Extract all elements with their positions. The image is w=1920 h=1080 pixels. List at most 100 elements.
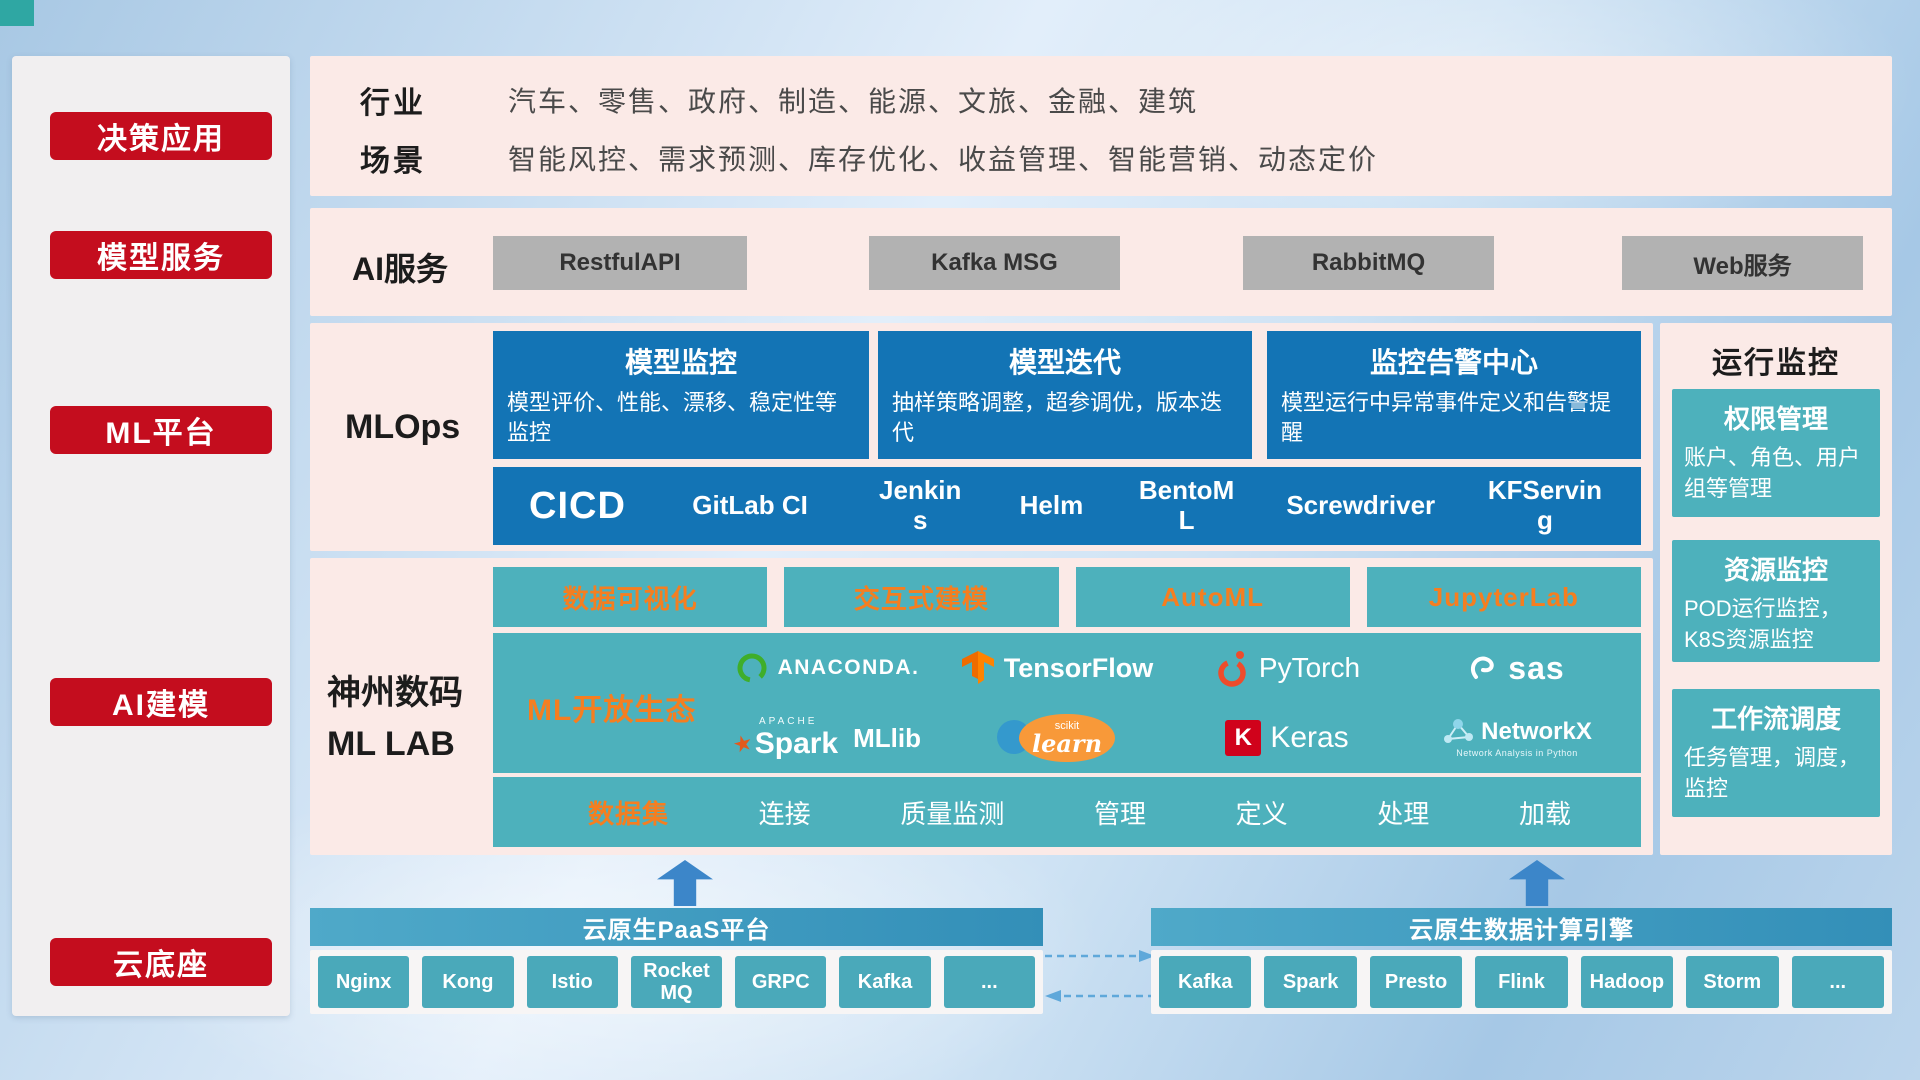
keras-text: Keras [1270,721,1349,754]
chip-spark[interactable]: Spark [1264,956,1357,1008]
industry-list: 汽车、零售、政府、制造、能源、文旅、金融、建筑 [508,86,1199,117]
eco-label: ML开放生态 [527,694,697,727]
card-desc: 任务管理，调度，监控 [1684,745,1861,801]
chip-rocketmq[interactable]: RocketMQ [630,956,723,1008]
chip-hadoop[interactable]: Hadoop [1580,956,1674,1008]
sas-logo: sas [1469,650,1564,687]
spark-logo: APACHE ★ Spark [729,716,839,760]
data-engine-bar: 云原生数据计算引擎 [1151,908,1892,946]
card-desc: 账户、角色、用户组等管理 [1684,445,1861,501]
automl-button[interactable]: AutoML [1075,567,1350,627]
chip-presto[interactable]: Presto [1369,956,1463,1008]
spark-mllib-logo: APACHE ★ Spark MLlib [729,716,921,760]
anaconda-logo: ANACONDA. [735,651,920,685]
card-title: 监控告警中心 [1369,347,1538,378]
chip-more[interactable]: ... [943,956,1035,1008]
spark-star-icon: ★ [729,728,756,759]
chip-storm[interactable]: Storm [1686,956,1779,1008]
scenario-list: 智能风控、需求预测、库存优化、收益管理、智能营销、动态定价 [508,144,1379,175]
apache-text: APACHE [759,716,818,727]
eco-logos-grid: ANACONDA. TensorFlow PyTorch [712,633,1632,773]
spark-text: Spark [754,727,839,760]
alert-center-card: 监控告警中心 模型运行中异常事件定义和告警提醒 [1267,331,1641,459]
networkx-logo: NetworkX Network Analysis in Python [1442,717,1592,759]
pytorch-text: PyTorch [1258,652,1361,683]
chip-kafka-2[interactable]: Kafka [1159,956,1252,1008]
card-title: 权限管理 [1723,404,1828,434]
chip-kafka[interactable]: Kafka [839,956,931,1008]
tensorflow-text: TensorFlow [1003,652,1154,683]
sidebar-item-decision-apps[interactable]: 决策应用 [50,112,272,160]
mlops-panel: MLOps 模型监控 模型评价、性能、漂移、稳定性等监控 模型迭代 抽样策略调整… [310,323,1653,551]
ml-ecosystem-box: ML开放生态 ANACONDA. TensorFlow [493,633,1641,773]
mllab-label: 神州数码 ML LAB [327,668,463,770]
sidebar-item-model-service[interactable]: 模型服务 [50,231,272,279]
cicd-item-kfserving: KFServing [1487,475,1602,535]
cicd-item-helm: Helm [1019,490,1084,521]
cicd-item-gitlab-ci: GitLab CI [692,490,808,521]
scikit-small-text: scikit [1054,719,1080,732]
cicd-item-screwdriver: Screwdriver [1286,490,1436,521]
corner-accent [0,0,34,26]
pytorch-icon [1218,651,1246,687]
jupyterlab-button[interactable]: JupyterLab [1366,567,1641,627]
chip-grpc[interactable]: GRPC [735,956,827,1008]
scikit-learn-logo: scikit learn [997,711,1117,765]
mllab-label-line2: ML LAB [327,725,455,763]
pipeline-step-load: 加载 [1518,798,1571,829]
sidebar-item-cloud-base[interactable]: 云底座 [50,938,272,986]
mllib-text: MLlib [853,722,921,753]
data-visualization-button[interactable]: 数据可视化 [493,567,768,627]
rabbitmq-button[interactable]: RabbitMQ [1243,236,1494,290]
card-title: 模型监控 [624,347,737,378]
keras-k-icon: K [1225,720,1262,756]
networkx-text: NetworkX [1481,717,1592,745]
web-service-button[interactable]: Web服务 [1622,236,1863,290]
model-iteration-card: 模型迭代 抽样策略调整，超参调优，版本迭代 [878,331,1252,459]
learn-text: learn [1031,728,1103,758]
sidebar-item-ml-platform[interactable]: ML平台 [50,406,272,454]
interactive-modeling-button[interactable]: 交互式建模 [784,567,1059,627]
pipeline-step-connect: 连接 [758,798,811,829]
dataset-pipeline-bar: 数据集 连接 质量监测 管理 定义 处理 加载 [493,777,1641,847]
tensorflow-logo: TensorFlow [961,650,1154,686]
chip-kong[interactable]: Kong [422,956,514,1008]
mlops-label: MLOps [345,408,461,446]
engine-up-arrow-icon [1509,860,1565,906]
pytorch-logo: PyTorch [1214,648,1360,688]
chip-more-2[interactable]: ... [1791,956,1884,1008]
mllab-label-line1: 神州数码 [327,674,463,712]
card-title: 资源监控 [1723,555,1828,585]
scikit-learn-mark: scikit learn [997,711,1117,765]
card-desc: 模型评价、性能、漂移、稳定性等监控 [507,390,838,445]
pipeline-step-quality: 质量监测 [900,798,1005,829]
scenario-label: 场景 [360,145,426,178]
model-monitoring-card: 模型监控 模型评价、性能、漂移、稳定性等监控 [493,331,869,459]
networkx-graph-icon [1444,719,1474,744]
tensorflow-icon [961,651,994,684]
industry-scenario-panel: 行业 汽车、零售、政府、制造、能源、文旅、金融、建筑 场景 智能风控、需求预测、… [310,56,1892,196]
chip-istio[interactable]: Istio [526,956,618,1008]
restfulapi-button[interactable]: RestfulAPI [493,236,747,290]
runtime-monitor-panel: 运行监控 权限管理 账户、角色、用户组等管理 资源监控 POD运行监控，K8S资… [1660,323,1892,855]
mllab-panel: 神州数码 ML LAB 数据可视化 交互式建模 AutoML JupyterLa… [310,558,1653,855]
card-title: 模型迭代 [1008,347,1121,378]
chip-nginx[interactable]: Nginx [318,956,410,1008]
pipeline-step-process: 处理 [1377,798,1430,829]
kafka-msg-button[interactable]: Kafka MSG [869,236,1120,290]
cicd-bar: CICD GitLab CI Jenkins Helm BentoML Scre… [493,467,1641,545]
sidebar-item-ai-modeling[interactable]: AI建模 [50,678,272,726]
engine-chip-row: Kafka Spark Presto Flink Hadoop Storm ..… [1159,956,1884,1008]
ai-service-panel: AI服务 RestfulAPI Kafka MSG RabbitMQ Web服务 [310,208,1892,316]
mllab-feature-row: 数据可视化 交互式建模 AutoML JupyterLab [493,567,1641,627]
scikit-orange-blob-icon: scikit learn [1019,714,1115,762]
anaconda-icon [737,653,767,683]
pipeline-step-define: 定义 [1235,798,1288,829]
left-sidebar: 决策应用 模型服务 ML平台 AI建模 云底座 [12,56,290,1016]
cicd-item-bentoml: BentoML [1138,475,1235,535]
pipeline-step-manage: 管理 [1093,798,1146,829]
paas-chip-row: Nginx Kong Istio RocketMQ GRPC Kafka ... [318,956,1035,1008]
engine-chip-strip: Kafka Spark Presto Flink Hadoop Storm ..… [1151,950,1892,1014]
chip-flink[interactable]: Flink [1475,956,1568,1008]
